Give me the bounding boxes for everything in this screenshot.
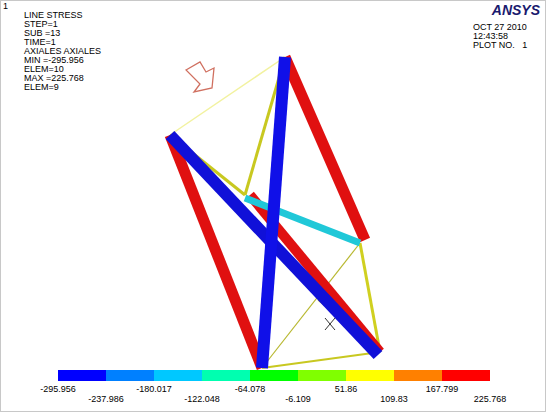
scale-value: -122.048 (184, 394, 220, 404)
color-bar-segment (442, 370, 490, 381)
plot-info: ELEM=10 (24, 64, 64, 74)
color-bar-segment (202, 370, 250, 381)
plot-info: MIN =-295.956 (24, 55, 84, 65)
scale-value: 109.83 (380, 394, 408, 404)
plot-info: STEP=1 (24, 19, 58, 29)
color-bar-segment (394, 370, 442, 381)
plot-info: SUB =13 (24, 28, 60, 38)
load-arrow (186, 62, 214, 92)
plot-info: TIME=1 (24, 37, 56, 47)
plot-date: OCT 27 2010 (473, 22, 527, 32)
plot-info: AXIALES AXIALES (24, 46, 101, 56)
window-number: 1 (3, 1, 8, 11)
logo: ANSYS (492, 2, 540, 18)
color-bar-segment (154, 370, 202, 381)
plot-time: 12:43:58 (473, 31, 508, 41)
scale-value: -295.956 (40, 384, 76, 394)
scale-value: 225.768 (474, 394, 507, 404)
scale-value: -237.986 (88, 394, 124, 404)
color-bar-segment (298, 370, 346, 381)
color-bar (58, 370, 490, 381)
scale-value: 167.799 (426, 384, 459, 394)
scale-value: 51.86 (335, 384, 358, 394)
scale-value: -6.109 (285, 394, 311, 404)
color-bar-segment (106, 370, 154, 381)
plot-info: ELEM=9 (24, 82, 59, 92)
truss-members (170, 57, 380, 368)
scale-value: -64.078 (235, 384, 266, 394)
color-bar-segment (58, 370, 106, 381)
color-bar-segment (250, 370, 298, 381)
plot-info: LINE STRESS (24, 10, 83, 20)
plot-number: PLOT NO. 1 (473, 40, 527, 50)
color-bar-segment (346, 370, 394, 381)
plot-info: MAX =225.768 (24, 73, 84, 83)
scale-value: -180.017 (136, 384, 172, 394)
